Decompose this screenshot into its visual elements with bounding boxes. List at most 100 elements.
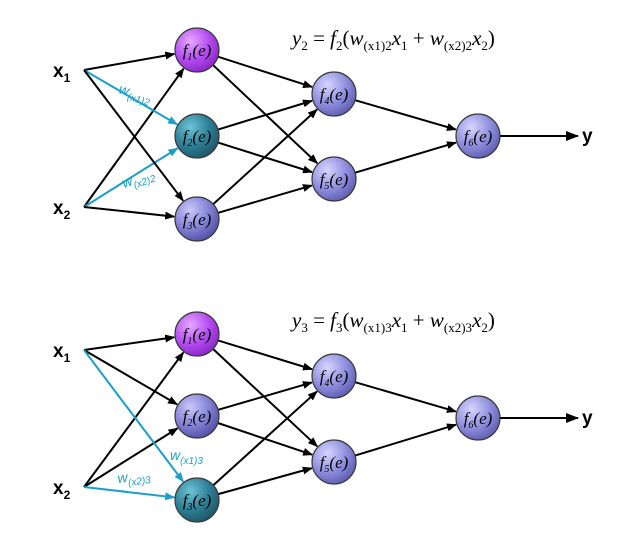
eq-lhs: y <box>290 26 302 50</box>
eq-weight-2-sub: (x2)3 <box>444 320 472 335</box>
eq-x1-sub: 1 <box>401 320 408 335</box>
neuron-label: f6(e) <box>464 127 493 149</box>
output-label-y: y <box>582 126 593 147</box>
connection-n3-n5 <box>217 466 313 496</box>
weighted-connection-x2-n3 <box>83 486 176 501</box>
neuron-function: f <box>320 453 327 472</box>
neuron-index: 5 <box>324 464 329 475</box>
neuron-n2: f2(e) <box>174 113 220 159</box>
output-label-y: y <box>582 408 593 429</box>
weight-label-1: w(x1)2 <box>116 81 154 109</box>
neuron-index: 2 <box>187 418 192 429</box>
weighted-connection-x1-n2 <box>83 69 179 126</box>
neuron-label: f4(e) <box>320 367 349 389</box>
neuron-argument: (e) <box>329 367 348 386</box>
eq-function: f <box>330 26 339 50</box>
eq-close-paren: ) <box>488 26 495 50</box>
circle-neuron-icon <box>174 311 220 357</box>
circle-neuron-icon <box>174 113 220 159</box>
neuron-n1: f1(e) <box>174 27 220 73</box>
neuron-n3: f3(e) <box>174 477 220 523</box>
eq-close-paren: ) <box>488 308 495 332</box>
network-panel-2: f1(e)f2(e)f3(e)f4(e)f5(e)f6(e)x1x2yw(x1)… <box>53 308 593 523</box>
neurons: f1(e)f2(e)f3(e)f4(e)f5(e)f6(e) <box>174 311 501 523</box>
connection-n5-n6 <box>354 423 457 457</box>
weight-label-1: w(x1)3 <box>170 447 203 467</box>
weight-index: (x1)2 <box>126 92 151 109</box>
connection-n5-n6 <box>354 141 457 174</box>
input-index: 2 <box>64 488 71 502</box>
neuron-argument: (e) <box>329 453 348 472</box>
neuron-label: f2(e) <box>183 407 212 429</box>
neuron-function: f <box>464 409 471 428</box>
neuron-function: f <box>320 85 327 104</box>
neuron-function: f <box>183 407 190 426</box>
circle-neuron-icon <box>174 196 220 242</box>
input-label-x1: x1 <box>53 341 71 365</box>
eq-weight-1: w <box>350 26 364 50</box>
neuron-label: f3(e) <box>183 491 212 513</box>
eq-weight-1-sub: (x1)3 <box>364 320 392 335</box>
neuron-argument: (e) <box>329 85 348 104</box>
neuron-function: f <box>183 41 190 60</box>
connection-n4-n6 <box>354 99 457 131</box>
input-name: x <box>53 478 64 499</box>
circle-neuron-icon <box>311 353 357 399</box>
neuron-function: f <box>183 325 190 344</box>
neuron-n5: f5(e) <box>311 439 357 485</box>
neuron-argument: (e) <box>192 41 211 60</box>
input-index: 2 <box>64 208 71 222</box>
eq-weight-2: w <box>430 308 444 332</box>
connection-n3-n4 <box>212 108 318 205</box>
neuron-label: f4(e) <box>320 85 349 107</box>
weighted-connection-x1-n3 <box>83 349 184 483</box>
input-index: 1 <box>64 71 71 85</box>
weighted-connection-x2-n2 <box>83 147 179 208</box>
neuron-n6: f6(e) <box>455 113 501 159</box>
weight-index: (x2)2 <box>132 173 158 191</box>
circle-neuron-icon <box>311 156 357 202</box>
eq-x1: x <box>391 26 402 50</box>
weight-label-2: w(x2)3 <box>116 466 152 490</box>
neuron-n2: f2(e) <box>174 393 220 439</box>
neuron-index: 1 <box>187 336 192 347</box>
connection-n1-n4 <box>217 339 313 371</box>
eq-lhs-sub: 3 <box>301 320 308 335</box>
circle-neuron-icon <box>311 71 357 117</box>
equation: y3 = f3(w(x1)3x1 + w(x2)3x2) <box>290 308 495 335</box>
connection-x2-n1 <box>83 67 185 208</box>
input-name: x <box>53 61 64 82</box>
neuron-argument: (e) <box>192 491 211 510</box>
connection-n4-n6 <box>354 381 457 413</box>
neuron-argument: (e) <box>192 210 211 229</box>
eq-function-sub: 2 <box>336 38 343 53</box>
connection-n2-n4 <box>217 381 313 411</box>
neuron-function: f <box>320 170 327 189</box>
neuron-argument: (e) <box>192 407 211 426</box>
neuron-index: 3 <box>186 221 192 232</box>
neuron-index: 4 <box>324 96 329 107</box>
input-name: x <box>53 341 64 362</box>
input-name: x <box>53 198 64 219</box>
neuron-function: f <box>464 127 471 146</box>
weight-label-2: w(x2)2 <box>120 165 158 195</box>
eq-lhs-sub: 2 <box>301 38 308 53</box>
neuron-argument: (e) <box>192 325 211 344</box>
connection-x1-n1 <box>83 334 176 351</box>
circle-neuron-icon <box>455 395 501 441</box>
neuron-n1: f1(e) <box>174 311 220 357</box>
connection-n2-n4 <box>217 99 313 131</box>
connection-x1-n2 <box>83 349 179 406</box>
neuron-index: 6 <box>468 420 473 431</box>
neuron-n6: f6(e) <box>455 395 501 441</box>
connections <box>83 51 579 220</box>
eq-function-sub: 3 <box>336 320 343 335</box>
neuron-n4: f4(e) <box>311 353 357 399</box>
eq-x2: x <box>471 26 482 50</box>
eq-equals: = <box>308 26 330 50</box>
network-panel-1: f1(e)f2(e)f3(e)f4(e)f5(e)f6(e)x1x2yw(x1)… <box>53 26 593 242</box>
connection-n3-n4 <box>212 390 318 486</box>
output-name: y <box>582 408 593 429</box>
neuron-argument: (e) <box>329 170 348 189</box>
eq-weight-2: w <box>430 26 444 50</box>
